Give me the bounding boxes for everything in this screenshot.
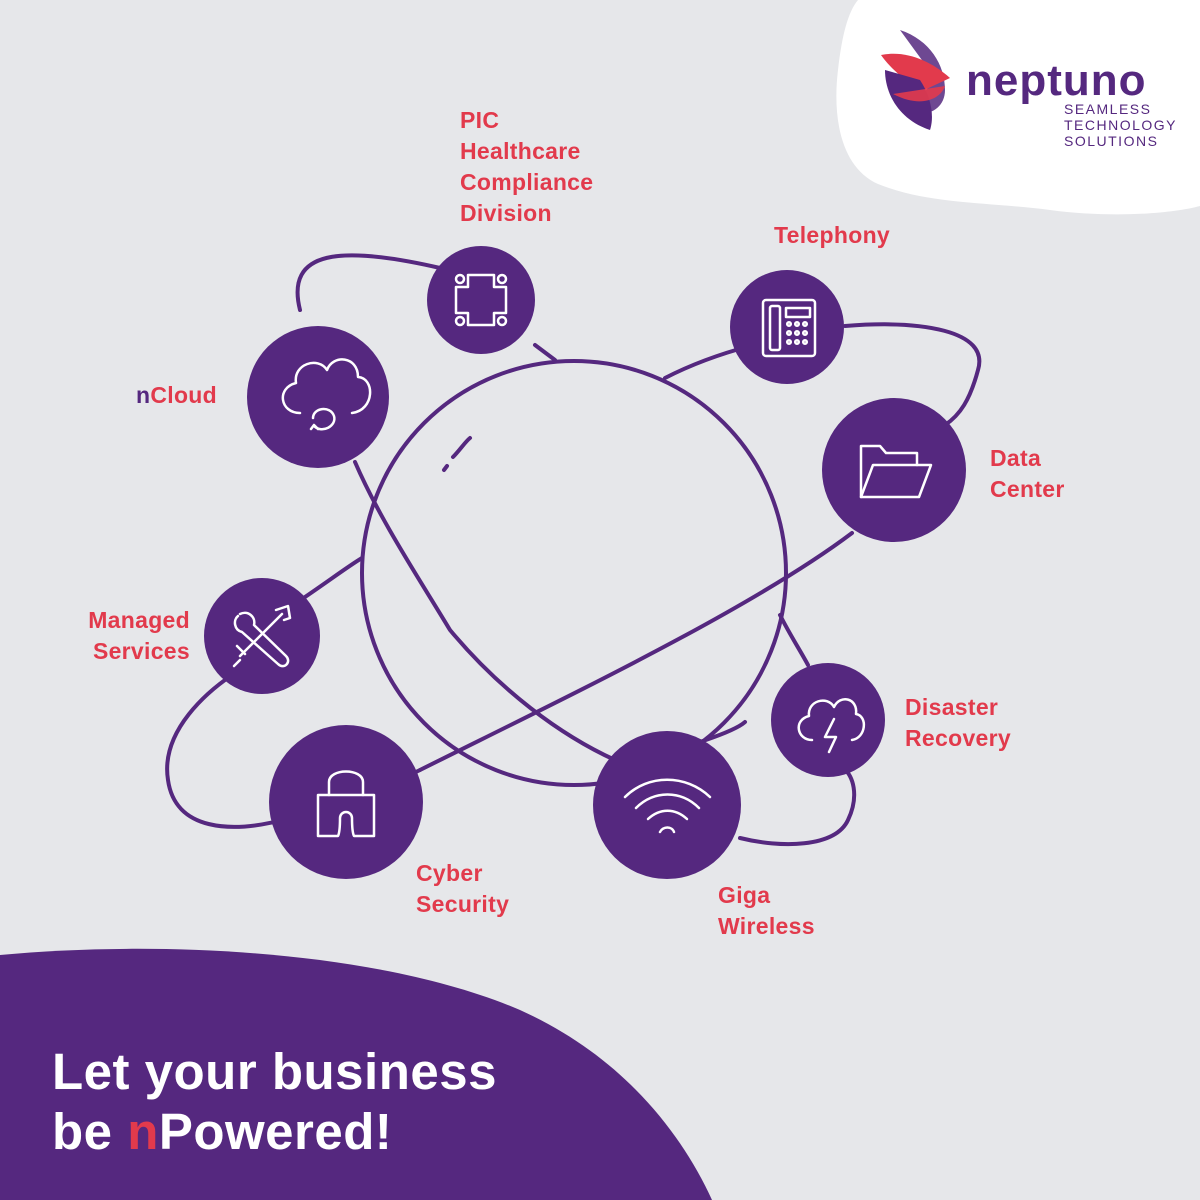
planet xyxy=(360,359,788,787)
bubble-data-center xyxy=(822,398,966,542)
label-pic: PIC Healthcare Compliance Division xyxy=(460,107,594,226)
label-cyber-security: Cyber Security xyxy=(416,860,510,917)
brand-tagline: SEAMLESS TECHNOLOGY SOLUTIONS xyxy=(1064,101,1178,149)
bubble-managed xyxy=(204,578,320,694)
medical-cross-icon xyxy=(454,273,508,327)
wifi-icon xyxy=(623,778,712,834)
cloud-sync-icon xyxy=(281,358,372,431)
label-disaster-recovery: Disaster Recovery xyxy=(905,694,1011,751)
label-telephony: Telephony xyxy=(774,222,891,248)
bubble-telephony xyxy=(730,270,844,384)
orbit-ring-f xyxy=(353,460,617,762)
storm-cloud-icon xyxy=(797,698,865,754)
folder-icon xyxy=(859,444,933,499)
headline-n-accent: n xyxy=(127,1103,159,1160)
headline-be: be xyxy=(52,1103,128,1160)
brand-name: neptuno xyxy=(966,56,1147,105)
bubble-disaster xyxy=(771,663,885,777)
headline-line-2: be nPowered! xyxy=(52,1102,497,1162)
label-ncloud: nCloud xyxy=(136,380,217,411)
bubble-pic xyxy=(427,246,535,354)
neptuno-logo-icon xyxy=(881,30,950,130)
bubble-giga xyxy=(593,731,741,879)
bubble-cyber xyxy=(269,725,423,879)
orbit-ring-c xyxy=(418,531,854,772)
ncloud-prefix: n xyxy=(136,382,151,408)
bubble-ncloud xyxy=(247,326,389,468)
label-data-center: Data Center xyxy=(990,445,1065,502)
headline-powered: Powered! xyxy=(158,1103,393,1160)
label-managed-services: Managed Services xyxy=(88,607,190,664)
padlock-icon xyxy=(316,770,376,838)
orbit-ring-e xyxy=(303,556,364,599)
orbit-ring-h xyxy=(778,613,810,667)
orbit-ring-i xyxy=(738,768,857,846)
tools-icon xyxy=(232,604,292,668)
planet-highlight xyxy=(442,436,472,472)
label-giga-wireless: Giga Wireless xyxy=(718,882,815,939)
headline-line-1: Let your business xyxy=(52,1043,497,1100)
ncloud-text: Cloud xyxy=(150,382,218,408)
orbit-ring-a xyxy=(295,253,557,362)
headline: Let your business be nPowered! xyxy=(52,1042,497,1162)
desk-phone-icon xyxy=(761,298,817,358)
footer-wave xyxy=(0,948,712,1200)
